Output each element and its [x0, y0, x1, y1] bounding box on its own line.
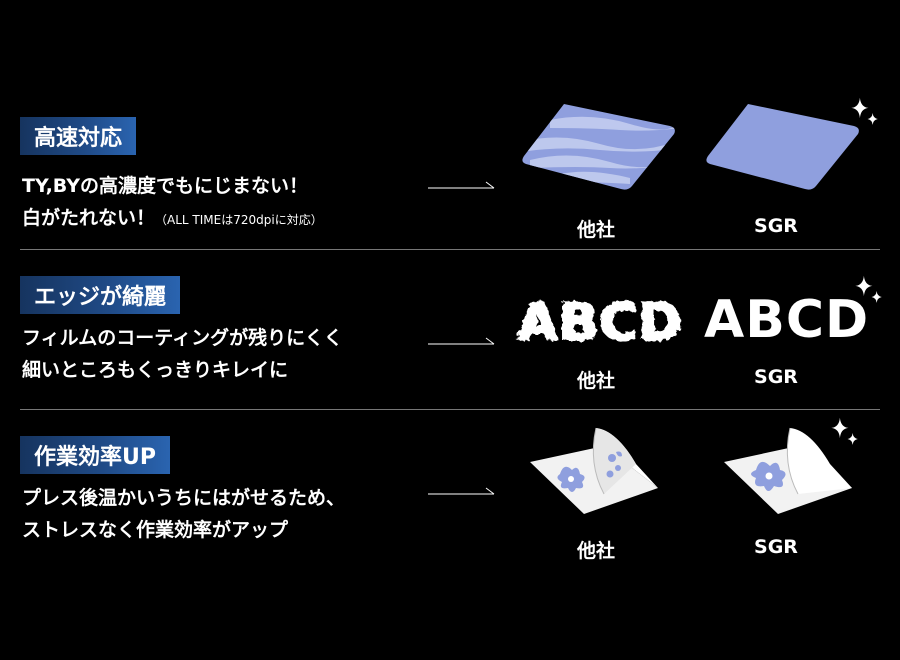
- sparkle-icon: [831, 417, 858, 445]
- other-company-label: 他社: [576, 219, 615, 241]
- description-line-2: ストレスなく作業効率がアップ: [22, 519, 289, 541]
- arrow-right-icon: [428, 487, 495, 495]
- other-company-film-sample: [522, 104, 675, 190]
- section-divider: [20, 409, 880, 410]
- section-divider: [20, 249, 880, 250]
- arrow-right-icon: [428, 181, 495, 189]
- other-company-peel-sample: [530, 427, 658, 514]
- feature-row-edge: エッジが綺麗 フィルムのコーティングが残りにくく 細いところもくっきりキレイに …: [0, 0, 900, 392]
- sgr-film-sample: [706, 104, 859, 190]
- description-note: （ALL TIMEは720dpiに対応）: [155, 213, 323, 227]
- sgr-label: SGR: [754, 215, 798, 237]
- description-line-1: プレス後温かいうちにはがせるため、: [22, 487, 346, 509]
- description-line-1: フィルムのコーティングが残りにくく: [22, 327, 343, 349]
- sparkle-icon: [851, 97, 878, 125]
- arrow-right-icon: [428, 337, 495, 345]
- feature-badge: エッジが綺麗: [20, 276, 181, 314]
- description-line-1: TY,BYの高濃度でもにじまない！: [22, 175, 308, 197]
- feature-row-efficiency: 作業効率UP プレス後温かいうちにはがせるため、 ストレスなく作業効率がアップ: [0, 0, 900, 562]
- feature-badge: 高速対応: [20, 117, 137, 155]
- sgr-peel-sample: [724, 427, 852, 514]
- feature-description: TY,BYの高濃度でもにじまない！ 白がたれない！（ALL TIMEは720dp…: [22, 170, 323, 236]
- sgr-label: SGR: [754, 366, 798, 388]
- description-line-2: 細いところもくっきりキレイに: [22, 359, 289, 381]
- sparkle-icon: [855, 275, 882, 303]
- feature-badge: 作業効率UP: [20, 436, 170, 474]
- sgr-edge-sample: ABCD: [704, 290, 870, 350]
- feature-row-fast: 高速対応 TY,BYの高濃度でもにじまない！ 白がたれない！（ALL TIMEは…: [0, 0, 900, 241]
- feature-description: プレス後温かいうちにはがせるため、 ストレスなく作業効率がアップ: [22, 482, 345, 546]
- other-company-label: 他社: [576, 540, 615, 562]
- other-company-edge-sample: ABCD: [518, 292, 684, 352]
- sgr-label: SGR: [754, 536, 798, 558]
- description-line-2-main: 白がたれない！: [22, 207, 156, 229]
- feature-description: フィルムのコーティングが残りにくく 細いところもくっきりキレイに: [22, 322, 343, 386]
- description-line-2: 白がたれない！（ALL TIMEは720dpiに対応）: [22, 202, 323, 236]
- other-company-label: 他社: [576, 370, 615, 392]
